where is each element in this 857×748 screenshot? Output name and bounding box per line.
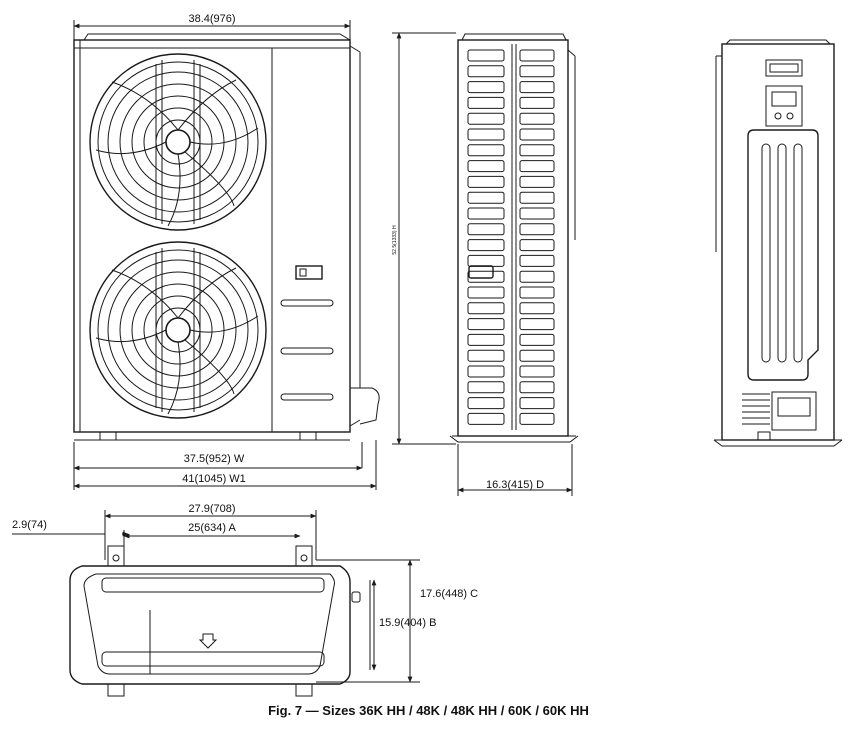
coil-slot	[467, 112, 505, 125]
dim-width-w1: 41(1045) W1	[182, 473, 246, 485]
coil-slot	[467, 318, 505, 331]
coil-slot	[467, 333, 505, 346]
bottom-view: 27.9(708) 2.9(74) 25(634) A 17.6(448) C …	[12, 503, 478, 697]
coil-slot	[467, 223, 505, 236]
coil-slot	[519, 128, 555, 141]
coil-slot	[467, 65, 505, 78]
coil-slot	[519, 160, 555, 173]
dim-b: 15.9(404) B	[379, 617, 436, 629]
coil-slot	[519, 397, 555, 410]
coil-slot	[519, 349, 555, 362]
arrow-down-icon	[198, 633, 218, 649]
coil-slot	[519, 302, 555, 315]
coil-slot	[467, 49, 505, 62]
coil-slot	[519, 254, 555, 267]
dim-c: 17.6(448) C	[420, 588, 478, 600]
coil-slot	[519, 239, 555, 252]
coil-slot	[519, 96, 555, 109]
coil-slot	[467, 96, 505, 109]
dim-27-9: 27.9(708)	[188, 503, 235, 515]
coil-slot	[519, 81, 555, 94]
coil-slot	[519, 223, 555, 236]
front-view: 38.4(976)	[73, 13, 380, 490]
fan-grille-icon	[89, 241, 267, 419]
coil-slot	[519, 412, 555, 425]
coil-slot	[467, 160, 505, 173]
coil-slot	[519, 65, 555, 78]
coil-slot	[519, 365, 555, 378]
coil-slot	[467, 397, 505, 410]
dim-top-width: 38.4(976)	[188, 13, 235, 25]
dim-2-9: 2.9(74)	[12, 519, 47, 531]
coil-slot	[519, 381, 555, 394]
coil-slot	[467, 412, 505, 425]
coil-slot	[519, 49, 555, 62]
figure-caption: Fig. 7 — Sizes 36K HH / 48K / 48K HH / 6…	[268, 703, 589, 718]
coil-slot	[467, 270, 505, 283]
coil-slot	[467, 144, 505, 157]
fan-grille-icon	[89, 53, 267, 231]
right-end-view	[713, 39, 843, 447]
coil-slot	[519, 270, 555, 283]
coil-slot	[467, 239, 505, 252]
coil-slot	[519, 333, 555, 346]
coil-slot	[467, 349, 505, 362]
coil-slot	[519, 318, 555, 331]
coil-slot	[519, 191, 555, 204]
coil-slot	[519, 286, 555, 299]
coil-slot	[467, 207, 505, 220]
coil-slot	[467, 191, 505, 204]
coil-slot	[467, 365, 505, 378]
dim-a: 25(634) A	[188, 522, 236, 534]
dim-width-w: 37.5(952) W	[184, 453, 245, 465]
dim-depth-d: 16.3(415) D	[486, 479, 544, 491]
coil-slot	[519, 144, 555, 157]
side-view: 52.5(1333) H 16.3(415) D	[392, 32, 579, 496]
coil-slot	[519, 112, 555, 125]
coil-slot	[467, 381, 505, 394]
coil-slot	[467, 302, 505, 315]
coil-slot	[467, 286, 505, 299]
coil-slot	[467, 81, 505, 94]
coil-slot	[519, 175, 555, 188]
coil-slot	[519, 207, 555, 220]
coil-slot	[467, 254, 505, 267]
coil-slot	[467, 175, 505, 188]
coil-slot	[467, 128, 505, 141]
dim-height-h: 52.5(1333) H	[392, 225, 398, 255]
